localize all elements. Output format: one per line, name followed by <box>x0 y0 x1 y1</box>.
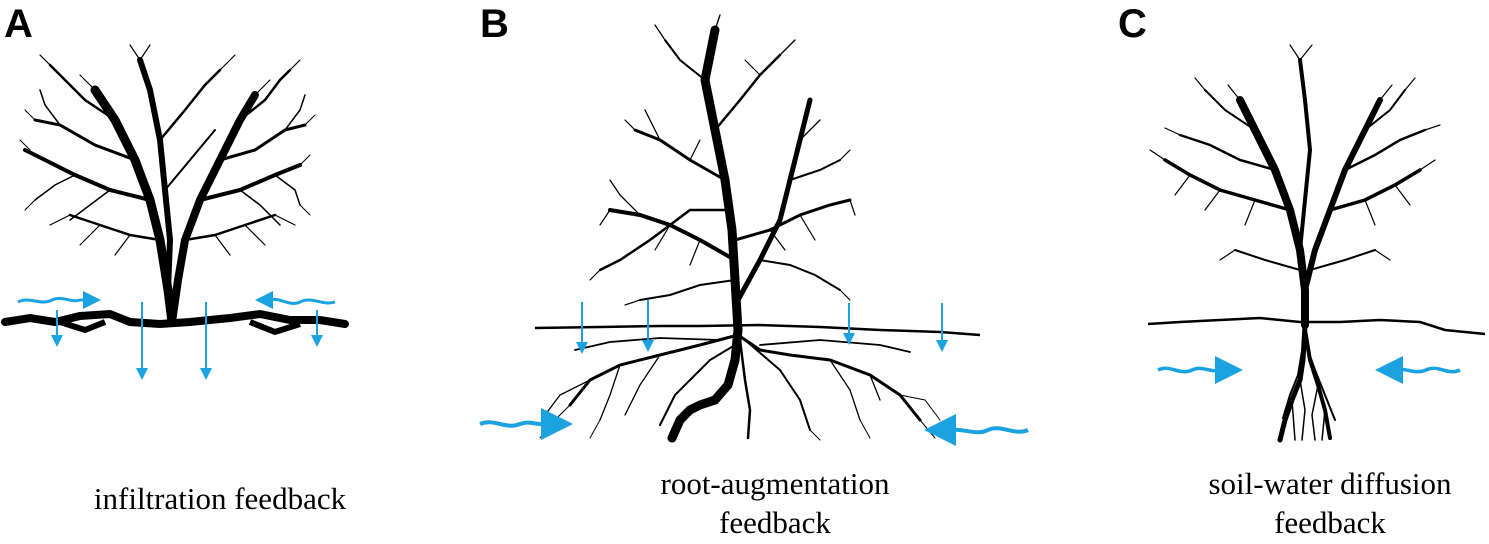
roots-c-icon <box>1277 322 1336 443</box>
tree-c-icon <box>1149 44 1441 329</box>
water-arrows-b <box>479 300 1029 446</box>
caption-c-line-1: soil-water diffusion <box>1208 466 1452 501</box>
caption-b-line-1: root-augmentation <box>660 466 890 501</box>
ground-c <box>1147 316 1486 336</box>
panel-a <box>1 44 349 380</box>
ground-a <box>1 309 349 329</box>
panel-letter-c: C <box>1118 2 1147 46</box>
caption-b-line-2: feedback <box>719 504 831 540</box>
panel-c <box>1147 44 1486 443</box>
caption-a: infiltration feedback <box>40 480 400 519</box>
tree-a-icon <box>19 44 316 327</box>
water-arrows-a <box>17 291 336 380</box>
panel-letter-a: A <box>4 2 33 46</box>
tree-b-icon <box>589 14 856 335</box>
caption-c-line-2: feedback <box>1274 504 1386 540</box>
caption-a-line-1: infiltration feedback <box>93 481 347 516</box>
panel-b <box>479 14 1029 446</box>
caption-c: soil-water diffusion feedback <box>1150 465 1489 543</box>
water-arrows-c <box>1157 356 1461 384</box>
caption-b: root-augmentation feedback <box>595 465 955 543</box>
roots-b-icon <box>539 325 941 443</box>
panel-letter-b: B <box>480 2 509 46</box>
ground-b <box>534 323 981 337</box>
